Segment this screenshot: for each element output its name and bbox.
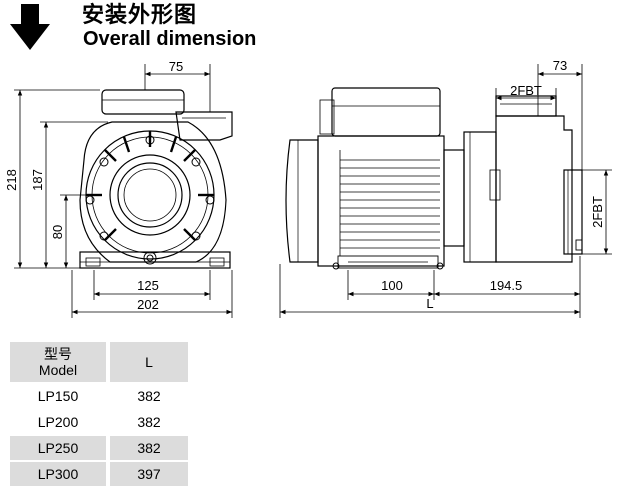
dim-height-shaft: 80	[50, 225, 65, 239]
title-english: Overall dimension	[83, 28, 257, 50]
spec-table: 型号 Model L LP150 382 LP200 382 LP250 382…	[10, 340, 188, 488]
table-row: LP200 382	[10, 410, 188, 434]
header-l: L	[110, 342, 188, 382]
front-view-dimensions	[14, 64, 233, 318]
dim-height-total: 218	[4, 169, 19, 191]
l-cell: 382	[137, 388, 161, 404]
header-model-cn: 型号	[44, 346, 72, 362]
header-model: 型号 Model	[10, 342, 106, 382]
dim-base-outer: 202	[137, 297, 159, 312]
model-cell: LP150	[37, 388, 79, 404]
down-arrow-icon	[10, 4, 50, 50]
side-view-dimensions	[279, 64, 612, 318]
table-row: LP250 382	[10, 436, 188, 460]
dim-height-body: 187	[30, 169, 45, 191]
model-cell: LP250	[10, 436, 106, 460]
model-cell: LP200	[37, 414, 79, 430]
dim-top-offset: 75	[169, 59, 183, 74]
side-view-labels: 73 2FBT 2FBT 100 194.5 L	[381, 58, 605, 311]
dim-top-right: 73	[553, 58, 567, 73]
side-view	[285, 87, 583, 270]
dim-foot-spacing: 100	[381, 278, 403, 293]
l-cell: 382	[137, 414, 161, 430]
dimension-drawing: 218 187 80 75 125 202	[4, 58, 612, 318]
table-row: LP150 382	[10, 384, 188, 408]
dim-base-inner: 125	[137, 278, 159, 293]
header: 安装外形图 Overall dimension	[0, 0, 624, 56]
table-header-row: 型号 Model L	[10, 342, 188, 382]
dim-flange-side: 2FBT	[590, 196, 605, 228]
front-view	[79, 89, 233, 269]
dim-length: L	[426, 296, 433, 311]
header-model-en: Model	[38, 362, 78, 378]
l-cell: 382	[110, 436, 188, 460]
dim-foot-to-end: 194.5	[490, 278, 523, 293]
dim-flange-top: 2FBT	[510, 83, 542, 98]
l-cell: 397	[110, 462, 188, 486]
table-row: LP300 397	[10, 462, 188, 486]
model-cell: LP300	[10, 462, 106, 486]
title-chinese: 安装外形图	[82, 2, 198, 27]
front-view-labels: 218 187 80 75 125 202	[4, 59, 183, 312]
